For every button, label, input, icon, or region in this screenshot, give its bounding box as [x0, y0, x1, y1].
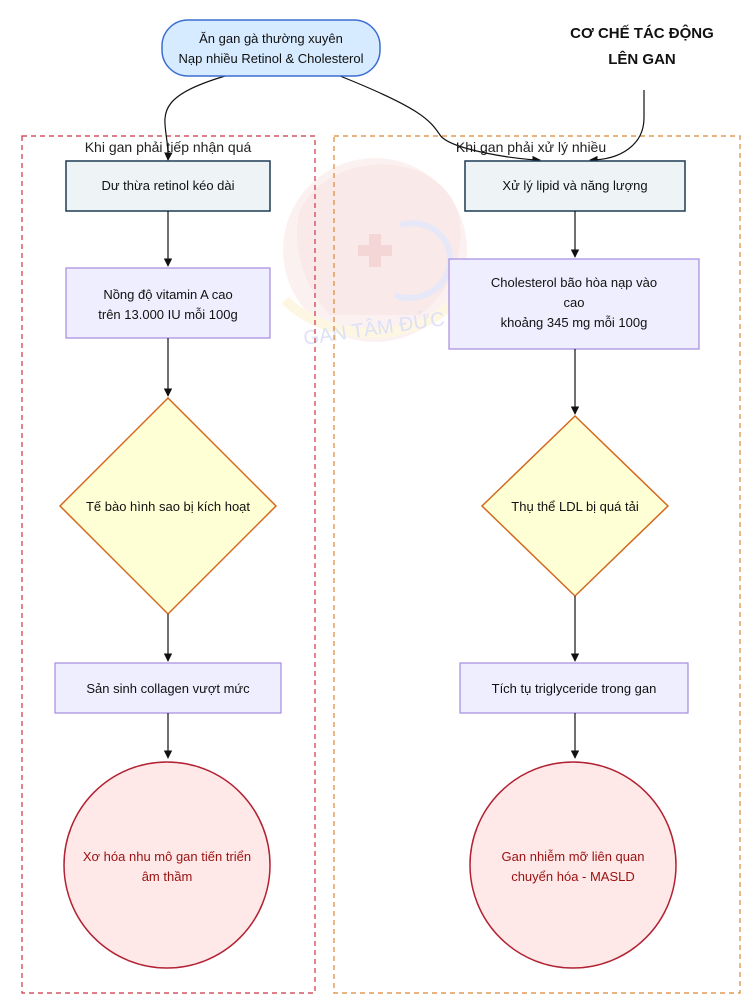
left-node-fibrosis-circle: Xơ hóa nhu mô gan tiến triển âm thầm [63, 761, 271, 969]
left-node-vitamin-a-line1: Nồng độ vitamin A cao [103, 287, 232, 302]
watermark-logo: GAN TÂM ĐỨC [281, 158, 467, 350]
left-node-fibrosis-line2: âm thầm [142, 869, 193, 884]
left-node-stellate-text: Tế bào hình sao bị kích hoạt [86, 499, 250, 514]
edge-start-to-right [339, 75, 541, 165]
right-node-ldl-text: Thụ thể LDL bị quá tải [511, 499, 639, 514]
left-group-border [21, 135, 316, 994]
side-title-line1: CƠ CHẾ TÁC ĐỘNG [570, 24, 714, 42]
side-title-line2: LÊN GAN [608, 50, 676, 68]
left-node-excess-retinol: Dư thừa retinol kéo dài [65, 160, 271, 212]
edge-title-to-right [589, 90, 645, 165]
right-node-ldl-diamond: Thụ thể LDL bị quá tải [480, 414, 670, 598]
right-node-chol-line2: cao [564, 295, 585, 310]
left-node-collagen: Sản sinh collagen vượt mức [54, 662, 282, 714]
start-node: Ăn gan gà thường xuyên Nạp nhiều Retinol… [161, 19, 381, 77]
left-node-fibrosis-line1: Xơ hóa nhu mô gan tiến triển [83, 849, 251, 864]
left-node-excess-retinol-text: Dư thừa retinol kéo dài [101, 178, 234, 193]
right-node-masld-circle: Gan nhiễm mỡ liên quan chuyển hóa - MASL… [469, 761, 677, 969]
right-group-border [333, 135, 741, 994]
right-node-triglyceride-text: Tích tụ triglyceride trong gan [492, 681, 657, 696]
left-node-stellate-diamond: Tế bào hình sao bị kích hoạt [58, 396, 278, 616]
right-node-cholesterol: Cholesterol bão hòa nạp vào cao khoảng 3… [448, 258, 700, 350]
right-node-masld-line2: chuyển hóa - MASLD [511, 869, 635, 884]
start-node-line2: Nạp nhiều Retinol & Cholesterol [179, 51, 364, 66]
right-node-chol-line1: Cholesterol bão hòa nạp vào [491, 275, 657, 290]
right-node-chol-line3: khoảng 345 mg mỗi 100g [501, 315, 648, 330]
right-node-triglyceride: Tích tụ triglyceride trong gan [459, 662, 689, 714]
left-node-vitamin-a: Nồng độ vitamin A cao trên 13.000 IU mỗi… [65, 267, 271, 339]
right-node-lipid: Xử lý lipid và năng lượng [464, 160, 686, 212]
right-node-masld-line1: Gan nhiễm mỡ liên quan [502, 849, 645, 864]
edge-start-to-left [164, 73, 233, 161]
left-node-collagen-text: Sản sinh collagen vượt mức [86, 681, 250, 696]
right-group-label: Khi gan phải xử lý nhiều [456, 139, 606, 155]
start-node-line1: Ăn gan gà thường xuyên [199, 31, 343, 46]
right-node-lipid-text: Xử lý lipid và năng lượng [502, 178, 647, 193]
left-node-vitamin-a-line2: trên 13.000 IU mỗi 100g [98, 307, 237, 322]
